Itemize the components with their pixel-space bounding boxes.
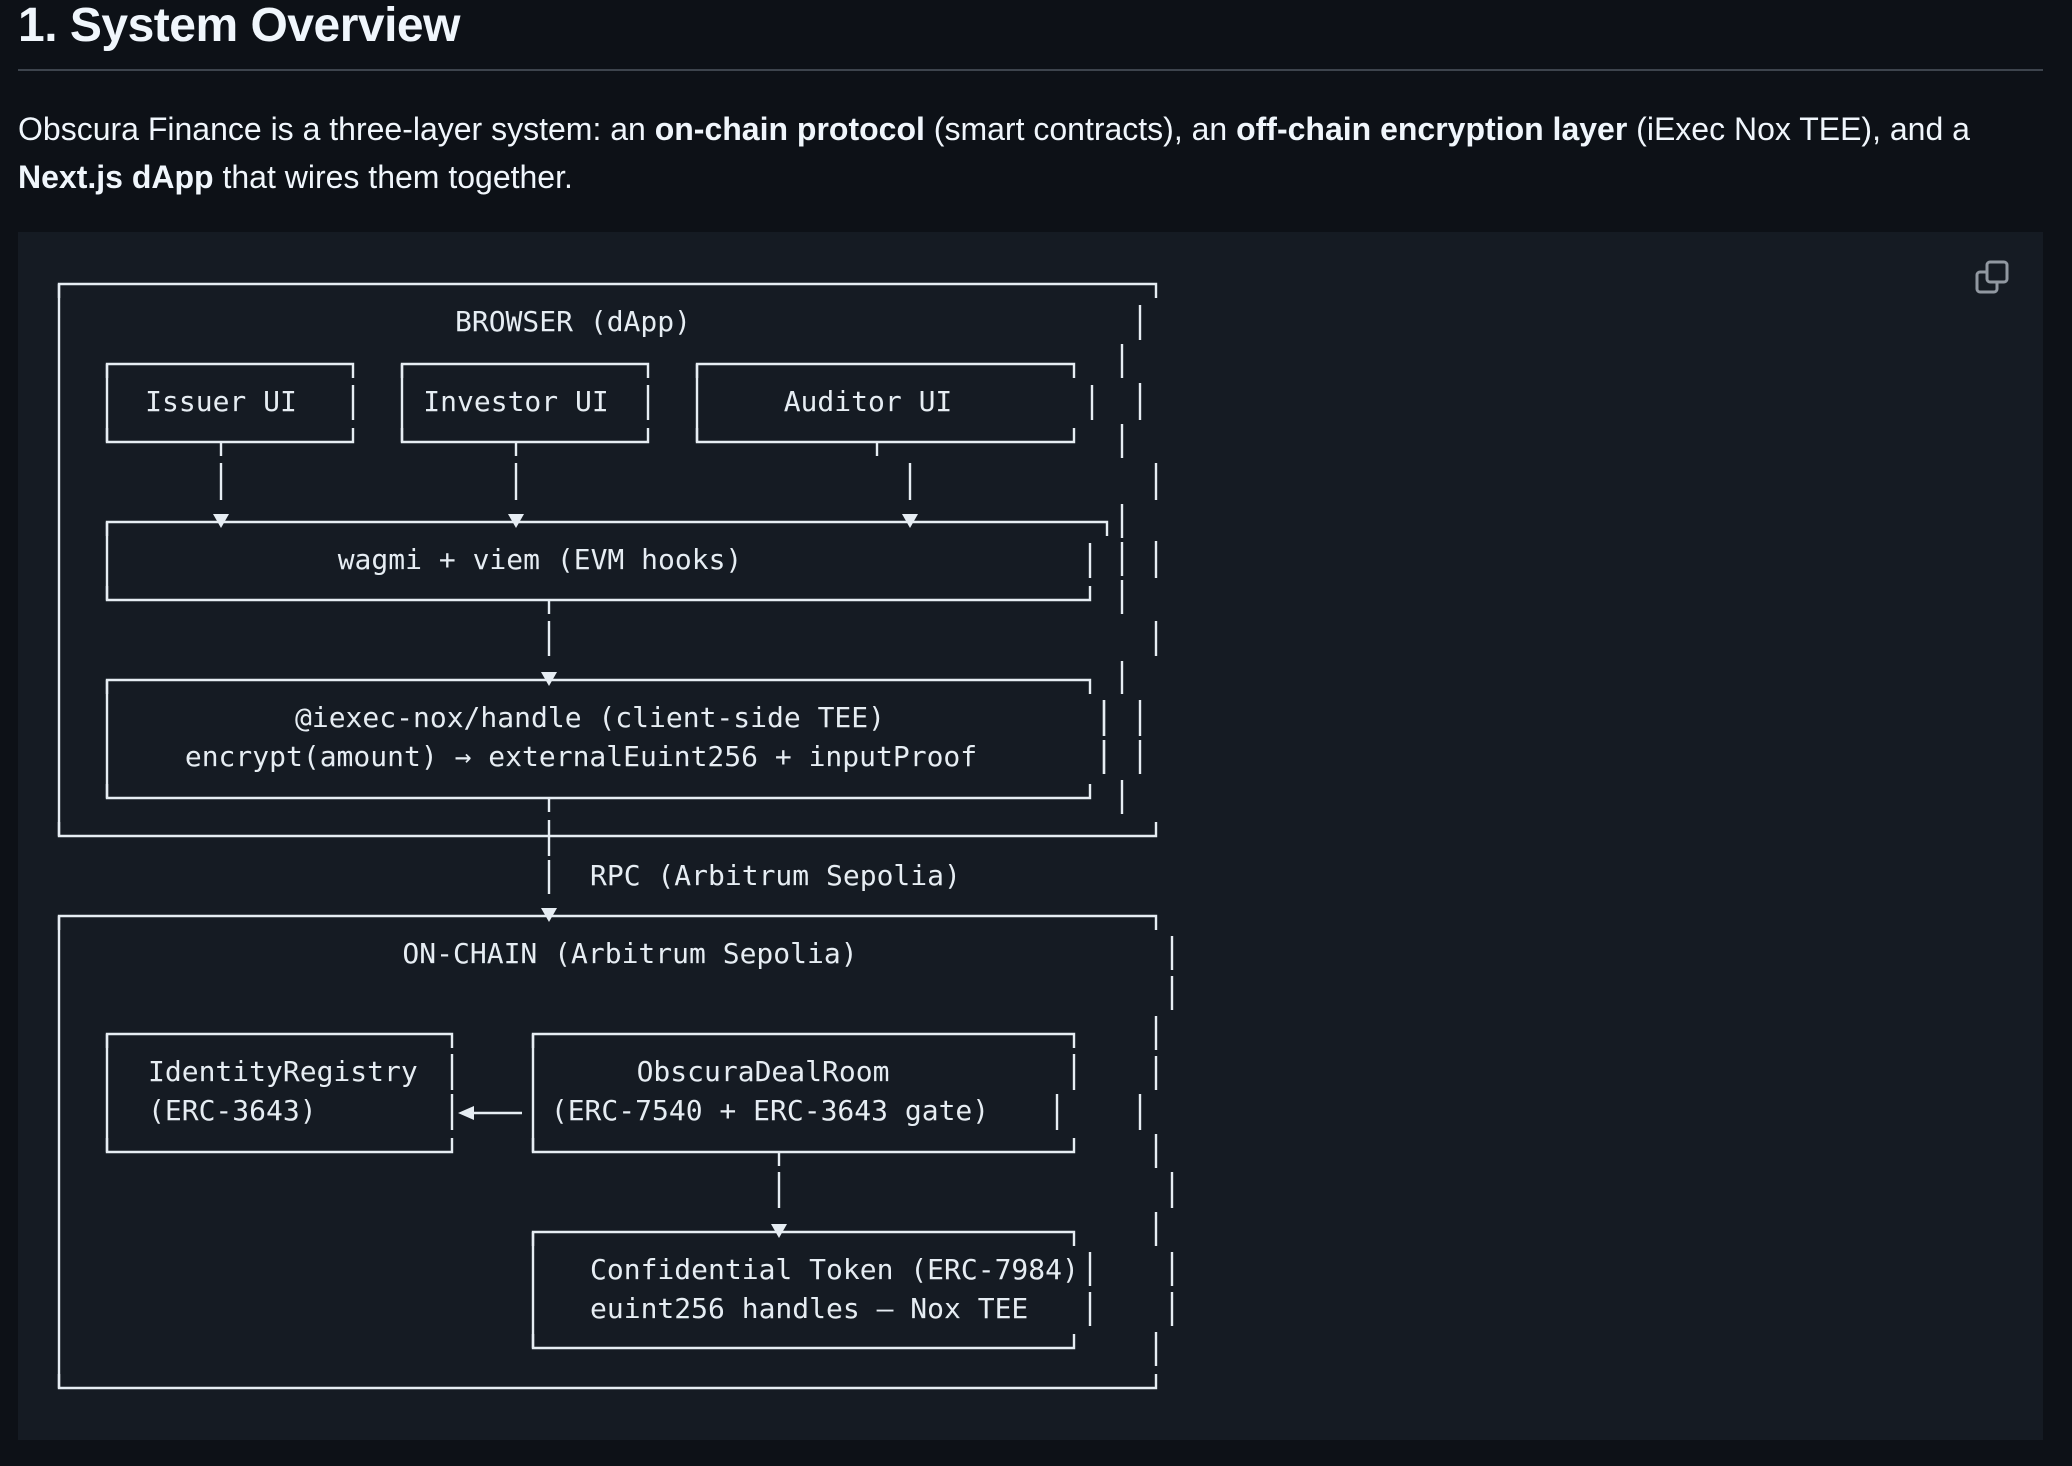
- heading-divider: [18, 69, 2043, 71]
- intro-text: Obscura Finance is a three-layer system:…: [18, 111, 655, 147]
- code-block: [18, 232, 2043, 1440]
- section-title: 1. System Overview: [18, 0, 460, 52]
- intro-emphasis: on-chain protocol: [654, 111, 925, 147]
- intro-emphasis: off-chain encryption layer: [1236, 111, 1628, 147]
- copy-icon[interactable]: [1973, 258, 2013, 298]
- intro-text: (iExec Nox TEE), and a: [1627, 111, 1970, 147]
- intro-emphasis: Next.js dApp: [18, 159, 214, 195]
- intro-text: (smart contracts), an: [924, 111, 1237, 147]
- intro-paragraph: Obscura Finance is a three-layer system:…: [18, 105, 2043, 201]
- intro-text: that wires them together.: [213, 159, 573, 195]
